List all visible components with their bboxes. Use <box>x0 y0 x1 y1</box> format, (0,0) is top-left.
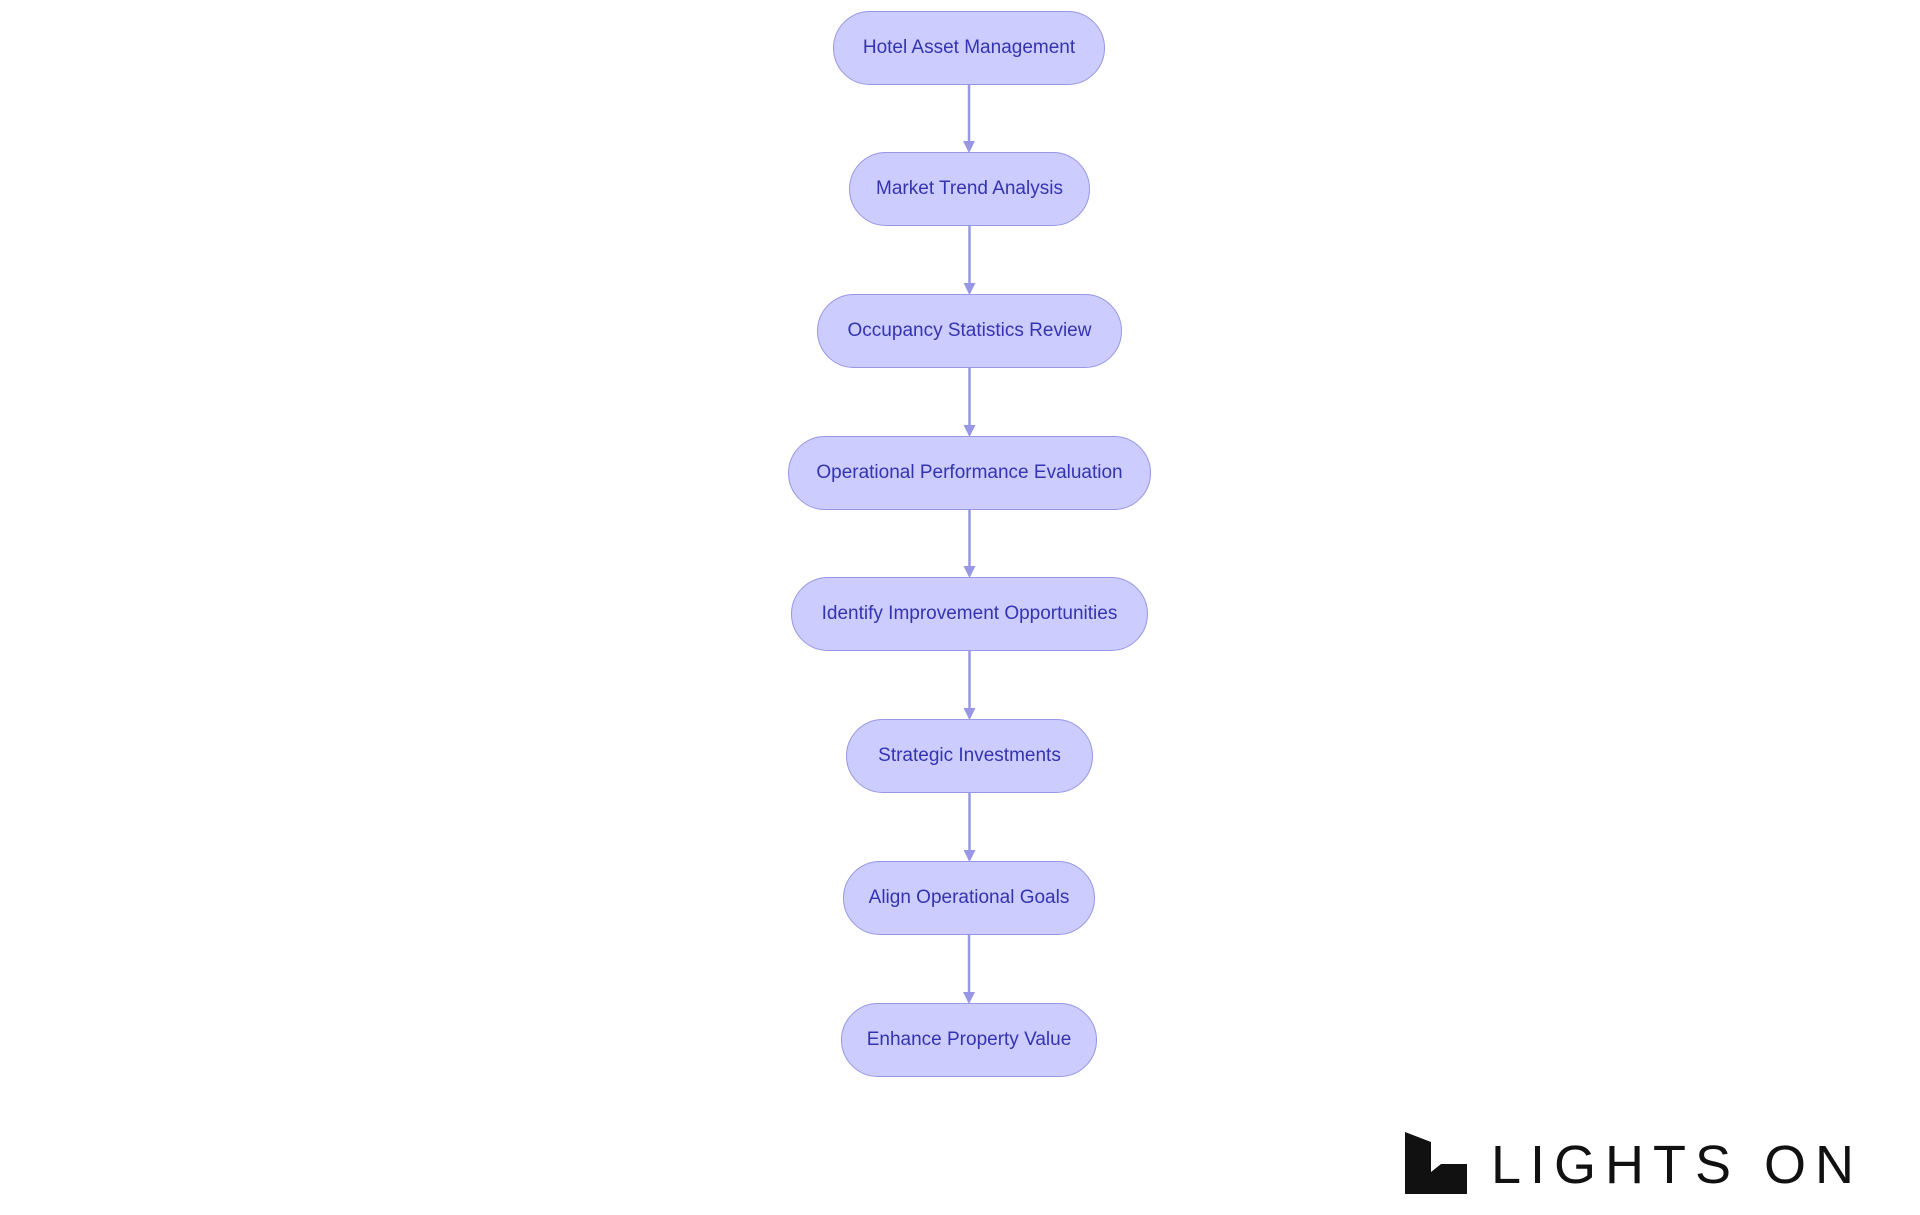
node-enhance-property-value[interactable]: Enhance Property Value <box>841 1003 1097 1077</box>
brand-logo: LIGHTS ON <box>1405 1132 1854 1196</box>
logo-text: LIGHTS ON <box>1491 1135 1864 1195</box>
node-strategic-investments[interactable]: Strategic Investments <box>846 719 1093 793</box>
node-occupancy-statistics-review[interactable]: Occupancy Statistics Review <box>817 294 1122 368</box>
node-market-trend-analysis[interactable]: Market Trend Analysis <box>849 152 1090 226</box>
node-align-operational-goals[interactable]: Align Operational Goals <box>843 861 1095 935</box>
lights-on-logo-icon <box>1405 1132 1467 1194</box>
node-operational-performance-evaluation[interactable]: Operational Performance Evaluation <box>788 436 1151 510</box>
node-identify-improvement-opportunities[interactable]: Identify Improvement Opportunities <box>791 577 1148 651</box>
node-hotel-asset-management[interactable]: Hotel Asset Management <box>833 11 1105 85</box>
